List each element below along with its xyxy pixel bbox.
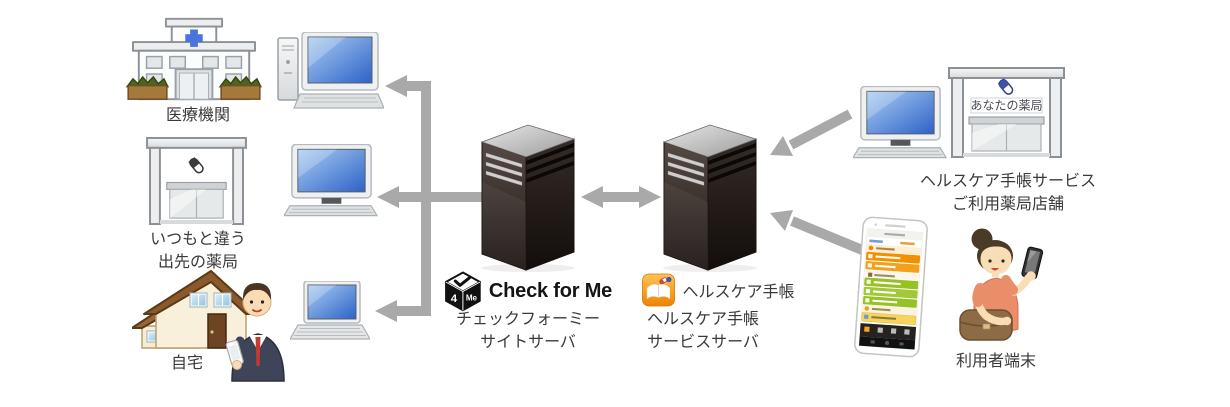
checkforme-logo: 4 Me Check for Me: [444, 271, 612, 312]
arrow-shop-to-server-line: [788, 109, 853, 150]
checkforme-logo-text: Check for Me: [488, 280, 613, 302]
desktop-pc-icon: [277, 32, 384, 109]
home-node: [132, 268, 300, 382]
healthcare-server-label: ヘルスケア手帳 サービスサーバ: [647, 308, 759, 354]
user-smartphone: [853, 216, 928, 358]
pharmacy-pc: [284, 144, 378, 218]
member-pharmacy-label-line1: ヘルスケア手帳サービス: [919, 173, 1097, 190]
away-pharmacy-label-line1: いつもと違う: [150, 231, 246, 248]
away-pharmacy-label: いつもと違う 出先の薬局: [150, 228, 246, 274]
server-tower-icon: [662, 124, 758, 272]
checkforme-server-label: チェックフォーミー サイトサーバ: [456, 308, 600, 354]
pharmacy-store-icon: [146, 137, 247, 226]
arrowhead-user-to-server: [770, 210, 793, 231]
healthcare-server-label-line2: サービスサーバ: [647, 334, 759, 351]
healthcare-app-screen: [858, 228, 923, 350]
arrowhead-to-healthcare: [639, 186, 661, 208]
house-door: [207, 313, 227, 349]
shop-sign-text: あなたの薬局: [970, 99, 1042, 113]
user-terminal-label: 利用者端末: [955, 353, 1037, 370]
member-pharmacy-node: あなたの薬局: [948, 67, 1065, 159]
arrowhead-to-checkforme: [581, 186, 603, 208]
arrow-user-to-server-line: [790, 216, 869, 257]
user-node: [956, 226, 1066, 352]
medical-institution-label: 医療機関: [165, 107, 231, 124]
house-window: [189, 292, 232, 308]
house-and-resident-icon: [132, 270, 285, 382]
blue-capsule-icon: [997, 78, 1015, 96]
member-pharmacy-store-icon: あなたの薬局: [948, 67, 1065, 158]
away-pharmacy-label-line2: 出先の薬局: [157, 254, 238, 271]
checkforme-server-label-line1: チェックフォーミー: [455, 311, 601, 328]
healthcare-app-icon: [642, 273, 675, 307]
smartphone-icon: [854, 216, 928, 358]
cube-face-me: Me: [466, 294, 478, 303]
healthcare-server-label-line1: ヘルスケア手帳: [646, 311, 760, 328]
cube-face-4: 4: [451, 293, 458, 305]
monitor-pc-icon: [284, 144, 378, 217]
away-pharmacy-node: [146, 137, 247, 226]
healthcare-server-node: [660, 122, 760, 272]
home-laptop: [290, 281, 370, 343]
arrowhead-to-pharmacy: [377, 186, 399, 208]
server-tower-icon: [480, 124, 576, 272]
monitor-pc-icon: [853, 86, 947, 159]
checkforme-server-label-line2: サイトサーバ: [480, 334, 576, 351]
arrowhead-to-home: [375, 300, 397, 322]
arrowhead-shop-to-server: [770, 136, 793, 156]
user-person-icon: [959, 228, 1044, 341]
checkforme-server-node: [478, 122, 578, 272]
hospital-icon: [125, 17, 262, 101]
shop-pc: [853, 86, 947, 160]
resident-person-icon: [225, 283, 285, 382]
arrowhead-to-medical: [385, 75, 407, 97]
medical-pc: [276, 32, 384, 112]
medical-institution-node: [120, 13, 268, 105]
capsule-icon: [188, 157, 205, 175]
member-pharmacy-label: ヘルスケア手帳サービス ご利用薬局店舗: [920, 170, 1096, 216]
hospital-bushes: [125, 75, 262, 100]
checkforme-cube-icon: 4 Me: [444, 271, 481, 312]
laptop-icon: [290, 281, 370, 340]
healthcare-logo-text: ヘルスケア手帳: [682, 284, 795, 301]
healthcare-logo: ヘルスケア手帳: [641, 273, 795, 307]
home-label: 自宅: [170, 355, 204, 372]
member-pharmacy-label-line2: ご利用薬局店舗: [951, 196, 1065, 213]
hospital-cross-icon: [185, 29, 203, 47]
